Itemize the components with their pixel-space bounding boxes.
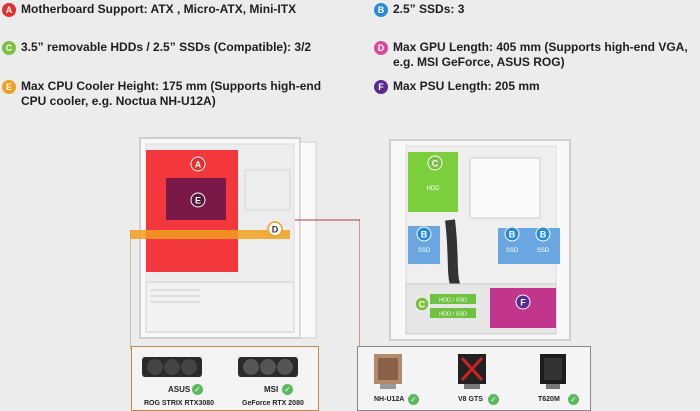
left-label-e-text: E: [195, 196, 201, 206]
gpu-compatibility-box: ASUS ✓ ROG STRIX RTX3080 MSI ✓ GeForce R…: [131, 346, 319, 411]
hdd-text: HDD: [427, 186, 441, 192]
right-label-c1-badge: [427, 155, 443, 171]
spec-a-text: Motherboard Support: ATX , Micro-ATX, Mi…: [21, 2, 297, 16]
spec-a: A Motherboard Support: ATX , Micro-ATX, …: [2, 2, 332, 17]
spec-e-text: Max CPU Cooler Height: 175 mm (Supports …: [21, 79, 322, 108]
check-icon: ✓: [282, 384, 293, 395]
left-case-diagram: A E D: [130, 137, 360, 350]
gpu-brand-2: MSI: [264, 385, 279, 394]
spec-e-badge: E: [2, 80, 16, 94]
left-label-a-badge: [190, 156, 206, 172]
gpu-brand-1: ASUS: [168, 385, 191, 394]
right-label-b1-badge: [416, 226, 432, 242]
left-case-front-panel: [299, 141, 317, 339]
right-label-b1-text: B: [421, 230, 428, 240]
left-label-d-badge: [267, 221, 283, 237]
cooler-compatibility-box: NH-U12A ✓ V8 GTS ✓ T620M ✓: [357, 346, 591, 411]
spec-c-text: 3.5” removable HDDs / 2.5” SSDs (Compati…: [21, 40, 312, 54]
hdd-ssd-slot-2: [430, 308, 476, 318]
cooler-model-1: NH-U12A: [374, 396, 405, 403]
gpu-length-band: [130, 230, 290, 239]
ssd-text-3: SSD: [537, 248, 550, 254]
hdd-ssd-text-1: HDD / SSD: [439, 298, 467, 304]
right-label-f-badge: [515, 294, 531, 310]
right-label-b2-text: B: [509, 230, 516, 240]
right-label-c2-text: C: [419, 300, 426, 310]
spec-e: E Max CPU Cooler Height: 175 mm (Support…: [2, 79, 322, 109]
right-label-b3-badge: [535, 226, 551, 242]
cooler-model-2: V8 GTS: [458, 396, 483, 403]
left-label-e-badge: [190, 192, 206, 208]
t620m-cooler-image: [540, 354, 566, 389]
gpu-model-1: ROG STRIX RTX3080: [144, 400, 215, 407]
asus-gpu-image: [142, 357, 202, 377]
left-label-a-text: A: [195, 160, 202, 170]
noctua-cooler-image: [374, 354, 402, 389]
spec-b-badge: B: [374, 3, 388, 17]
gpu-connector-line: [295, 219, 360, 350]
hdd-ssd-slot-1: [430, 294, 476, 304]
right-label-c2-badge: [414, 296, 430, 312]
v8-cooler-image: [458, 354, 486, 389]
spec-f-text: Max PSU Length: 205 mm: [393, 79, 540, 93]
ssd-text-2: SSD: [506, 248, 519, 254]
spec-f: F Max PSU Length: 205 mm: [374, 79, 694, 94]
cooler-model-3: T620M: [538, 396, 560, 403]
right-label-b2-badge: [504, 226, 520, 242]
spec-b-text: 2.5” SSDs: 3: [393, 2, 465, 16]
gpu-model-2: GeForce RTX 2080: [242, 400, 304, 407]
spec-c-badge: C: [2, 41, 16, 55]
spec-d-badge: D: [374, 41, 388, 55]
right-label-f-text: F: [520, 298, 526, 308]
spec-f-badge: F: [374, 80, 388, 94]
hdd-ssd-text-2: HDD / SSD: [439, 312, 467, 318]
left-label-d-text: D: [272, 225, 279, 235]
spec-c: C 3.5” removable HDDs / 2.5” SSDs (Compa…: [2, 40, 342, 55]
spec-d-text: Max GPU Length: 405 mm (Supports high-en…: [393, 40, 688, 69]
check-icon: ✓: [192, 384, 203, 395]
msi-gpu-image: [238, 357, 298, 377]
right-label-b3-text: B: [540, 230, 547, 240]
spec-d: D Max GPU Length: 405 mm (Supports high-…: [374, 40, 700, 70]
right-label-c1-text: C: [432, 159, 439, 169]
check-icon: ✓: [488, 394, 499, 405]
check-icon: ✓: [408, 394, 419, 405]
spec-b: B 2.5” SSDs: 3: [374, 2, 694, 17]
spec-a-badge: A: [2, 3, 16, 17]
check-icon: ✓: [568, 394, 579, 405]
right-case-diagram: C HDD B SSD B SSD B SSD C HDD / SSD HDD …: [389, 139, 571, 341]
ssd-text-1: SSD: [418, 248, 431, 254]
